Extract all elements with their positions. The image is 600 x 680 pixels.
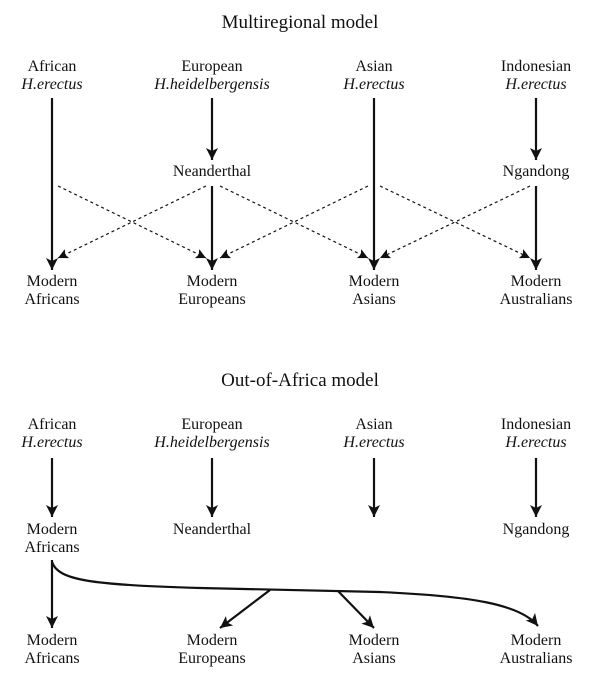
mr-flow-australia-to-asia — [379, 185, 531, 259]
ooa-source-asian: Asian H.erectus — [343, 416, 405, 451]
multiregional-title: Multiregional model — [221, 12, 379, 33]
mr-source-asian: Asian H.erectus — [343, 58, 405, 93]
mr-modern-europeans: Modern Europeans — [178, 273, 246, 308]
ooa-arrow-to-modern-asians — [337, 590, 375, 629]
mr-ngandong-label: Ngandong — [502, 163, 570, 180]
ooa-arrow-to-modern-europeans — [219, 589, 271, 629]
out-of-africa-title: Out-of-Africa model — [221, 370, 379, 391]
mr-modern-australians: Modern Australians — [499, 273, 573, 308]
ooa-modern-australians: Modern Australians — [499, 632, 573, 667]
ooa-source-african: African H.erectus — [21, 416, 83, 451]
mr-source-african: African H.erectus — [21, 58, 83, 93]
ooa-modern-africans-intermediate: Modern Africans — [24, 521, 80, 556]
ooa-ngandong-label: Ngandong — [502, 521, 570, 538]
mr-flow-asia-to-australia — [379, 185, 531, 259]
mr-source-european: European H.heidelbergensis — [154, 58, 270, 93]
ooa-neanderthal-label: Neanderthal — [172, 521, 252, 538]
ooa-modern-asians: Modern Asians — [348, 632, 400, 667]
ooa-source-european: European H.heidelbergensis — [154, 416, 270, 451]
ooa-modern-africans: Modern Africans — [24, 632, 80, 667]
mr-neanderthal-label: Neanderthal — [172, 163, 252, 180]
ooa-source-indonesian: Indonesian H.erectus — [500, 416, 572, 451]
ooa-dispersal-curve — [50, 561, 539, 627]
mr-source-indonesian: Indonesian H.erectus — [500, 58, 572, 93]
mr-modern-asians: Modern Asians — [348, 273, 400, 308]
ooa-modern-europeans: Modern Europeans — [178, 632, 246, 667]
mr-modern-africans: Modern Africans — [24, 273, 80, 308]
